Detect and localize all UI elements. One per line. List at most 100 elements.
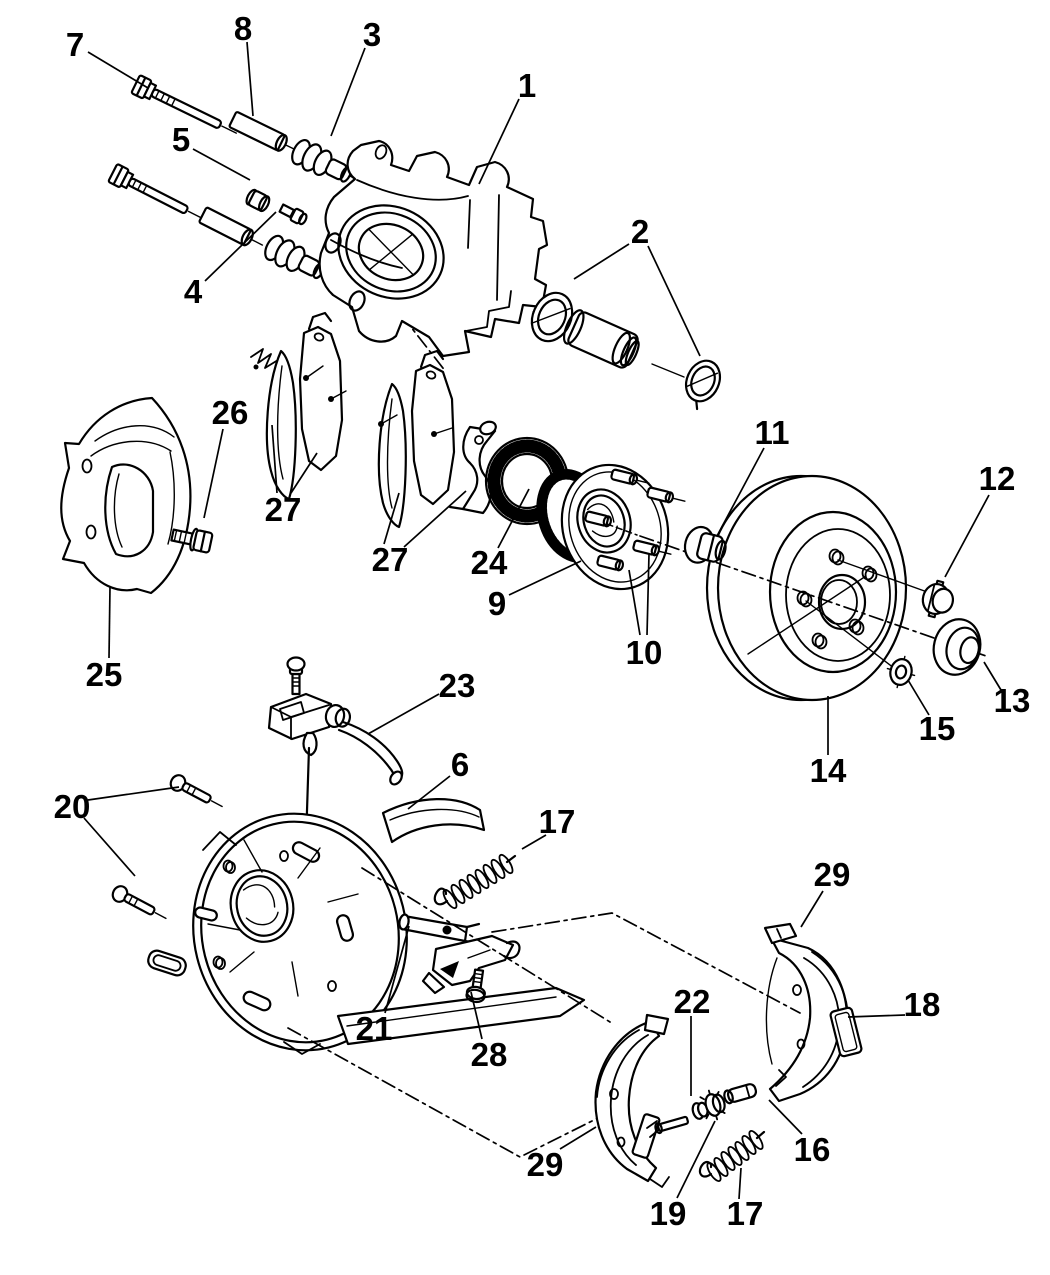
part-number-label-1: 1 bbox=[518, 67, 536, 104]
lock-nut-12 bbox=[921, 579, 955, 619]
leader-line-27 bbox=[271, 424, 278, 494]
leader-line-29 bbox=[800, 890, 824, 928]
caliper-piston bbox=[562, 309, 640, 369]
guide-pin-boot-lower bbox=[264, 234, 325, 280]
leader-line-5 bbox=[192, 148, 251, 181]
bleeder-screw-4 bbox=[278, 203, 308, 226]
shoe-pad-18 bbox=[829, 1006, 863, 1058]
brake-rotor-14 bbox=[705, 474, 931, 702]
push-on-washer-15 bbox=[886, 655, 916, 689]
part-number-label-14: 14 bbox=[810, 752, 847, 789]
leader-line-10 bbox=[646, 553, 650, 636]
part-number-label-10: 10 bbox=[626, 634, 663, 671]
leader-line-27 bbox=[383, 492, 400, 545]
part-number-label-21: 21 bbox=[356, 1010, 393, 1047]
plate-bolts-20 bbox=[111, 774, 223, 977]
leader-line-1 bbox=[478, 98, 520, 185]
leader-line-20 bbox=[87, 786, 180, 801]
part-number-label-9: 9 bbox=[488, 585, 506, 622]
parkbrake-lever-23 bbox=[267, 656, 404, 874]
assembly-line-left bbox=[361, 867, 611, 1023]
leader-line-8 bbox=[246, 41, 254, 117]
leader-line-23 bbox=[367, 693, 440, 735]
piston-dust-boot bbox=[684, 359, 722, 411]
leader-line-7 bbox=[87, 51, 149, 89]
guide-pin-boot-3 bbox=[291, 138, 362, 183]
part-number-label-25: 25 bbox=[86, 656, 123, 693]
part-number-label-29: 29 bbox=[814, 856, 851, 893]
guide-pin-sleeve-8 bbox=[228, 111, 298, 152]
leader-line-10 bbox=[628, 569, 641, 636]
leader-line-24 bbox=[497, 488, 530, 549]
part-number-label-13: 13 bbox=[994, 682, 1031, 719]
leader-line-2 bbox=[647, 245, 701, 357]
part-number-label-17: 17 bbox=[539, 803, 576, 840]
leader-line-17 bbox=[521, 834, 547, 850]
leader-line-26 bbox=[203, 428, 224, 519]
guide-pin-bolt-7 bbox=[130, 74, 237, 134]
part-number-label-2: 2 bbox=[631, 213, 649, 250]
return-spring-17-lower bbox=[698, 1130, 766, 1182]
leader-line-25 bbox=[108, 586, 111, 659]
backing-plate-6 bbox=[192, 798, 586, 1055]
leader-line-4 bbox=[204, 211, 277, 282]
part-number-label-27: 27 bbox=[372, 541, 409, 578]
leader-line-21 bbox=[384, 925, 410, 1014]
part-number-label-16: 16 bbox=[794, 1131, 831, 1168]
brake-shoe-29-right bbox=[763, 922, 849, 1103]
part-number-label-8: 8 bbox=[234, 10, 252, 47]
part-number-label-4: 4 bbox=[184, 273, 203, 310]
hub-bearing-9 bbox=[536, 463, 686, 591]
wheel-studs-10 bbox=[584, 468, 686, 572]
leader-line-9 bbox=[508, 560, 582, 596]
guide-pin-sleeve-lower bbox=[198, 206, 264, 247]
leader-line-16 bbox=[768, 1099, 803, 1135]
leader-line-27 bbox=[290, 452, 318, 494]
leader-line-3 bbox=[330, 47, 366, 137]
piston-seal-kit-2 bbox=[530, 291, 722, 411]
spindle-nut-11 bbox=[683, 525, 727, 564]
leader-line-17 bbox=[738, 1167, 742, 1200]
leader-line-18 bbox=[847, 1014, 906, 1018]
plate-plug bbox=[147, 949, 187, 977]
part-number-label-22: 22 bbox=[674, 983, 711, 1020]
part-number-label-3: 3 bbox=[363, 16, 381, 53]
part-number-label-28: 28 bbox=[471, 1036, 508, 1073]
part-number-label-23: 23 bbox=[439, 667, 476, 704]
leader-line-29 bbox=[559, 1126, 597, 1150]
part-number-label-24: 24 bbox=[471, 544, 508, 581]
part-number-label-18: 18 bbox=[904, 986, 941, 1023]
brake-shoe-29-left bbox=[594, 1013, 670, 1188]
leader-line-20 bbox=[83, 817, 136, 877]
leader-line-11 bbox=[716, 447, 765, 537]
adjuster-lever-28 bbox=[421, 934, 521, 1004]
adjuster-socket-22 bbox=[723, 1083, 758, 1105]
part-number-label-6: 6 bbox=[451, 746, 469, 783]
part-number-label-7: 7 bbox=[66, 26, 84, 63]
shield-bolt-26 bbox=[170, 527, 214, 554]
part-number-label-29: 29 bbox=[527, 1146, 564, 1183]
assembly-line-bottom bbox=[287, 1027, 599, 1158]
assembly-line-strut bbox=[491, 912, 801, 1014]
star-wheel-19 bbox=[699, 1089, 726, 1121]
leader-line-2 bbox=[573, 243, 630, 280]
adjuster-screw-assembly bbox=[646, 1083, 758, 1138]
splash-shield-25 bbox=[60, 396, 192, 595]
part-number-label-27: 27 bbox=[265, 491, 302, 528]
part-number-label-19: 19 bbox=[650, 1195, 687, 1232]
leader-line-27 bbox=[403, 490, 467, 548]
adjuster-strut-21 bbox=[398, 913, 481, 945]
bushing-5 bbox=[245, 188, 271, 213]
rotor-stud-holes bbox=[796, 548, 878, 650]
part-number-label-12: 12 bbox=[979, 460, 1016, 497]
part-number-label-15: 15 bbox=[919, 710, 956, 747]
leader-line-19 bbox=[676, 1120, 716, 1199]
leader-line-12 bbox=[944, 494, 990, 578]
leader-line-15 bbox=[907, 679, 930, 716]
part-number-label-5: 5 bbox=[172, 121, 190, 158]
part-number-label-11: 11 bbox=[755, 414, 790, 451]
guide-pin-bolt-lower bbox=[107, 163, 203, 219]
grease-cap-13 bbox=[932, 618, 982, 676]
